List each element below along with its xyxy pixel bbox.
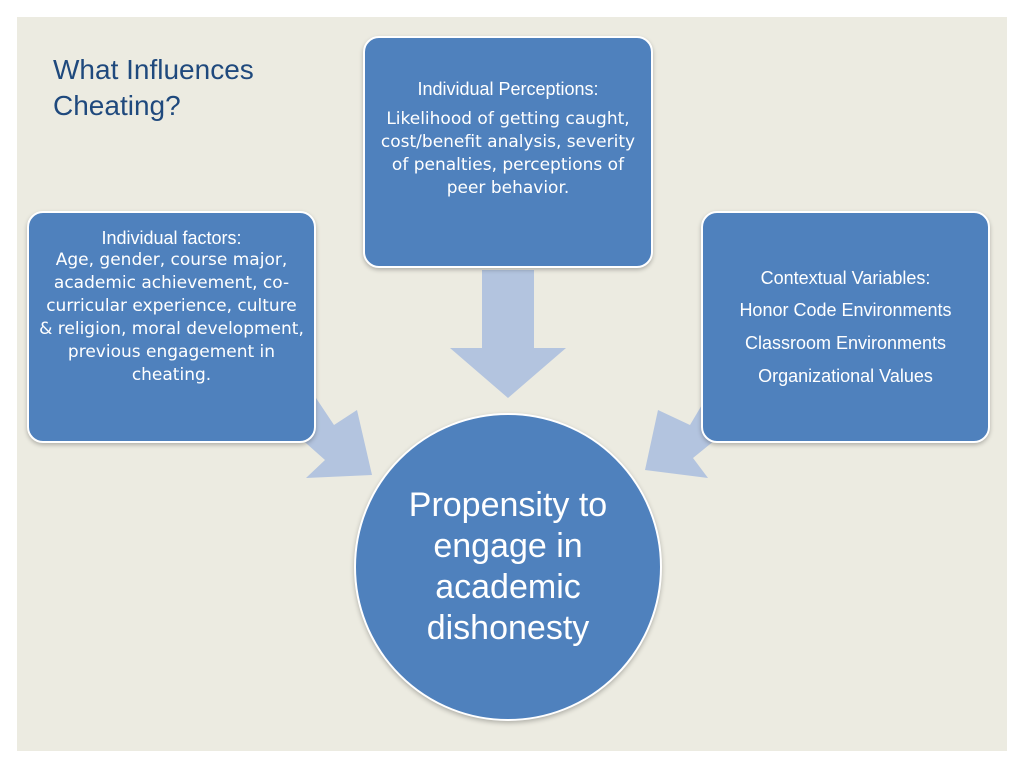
contextual-variables-heading: Contextual Variables: [760, 268, 931, 288]
slide-title: What Influences Cheating? [53, 54, 254, 121]
individual-factors-heading: Individual factors: [101, 228, 242, 248]
individual-perceptions-box: Individual Perceptions: Likelihood of ge… [363, 36, 653, 268]
individual-perceptions-body: Likelihood of getting caught, cost/benef… [380, 109, 636, 198]
propensity-label: Propensity to engage in academic dishone… [408, 486, 608, 647]
individual-factors-box: Individual factors: Age, gender, course … [27, 211, 316, 443]
contextual-variable-item: Honor Code Environments [739, 300, 952, 320]
contextual-variable-item: Classroom Environments [744, 333, 947, 353]
individual-factors-body: Age, gender, course major, academic achi… [39, 250, 304, 385]
contextual-variables-box: Contextual Variables: Honor Code Environ… [701, 211, 990, 443]
individual-perceptions-heading: Individual Perceptions: [417, 79, 599, 99]
propensity-circle: Propensity to engage in academic dishone… [354, 413, 662, 721]
down-arrow [450, 270, 566, 398]
contextual-variable-item: Organizational Values [758, 366, 933, 386]
